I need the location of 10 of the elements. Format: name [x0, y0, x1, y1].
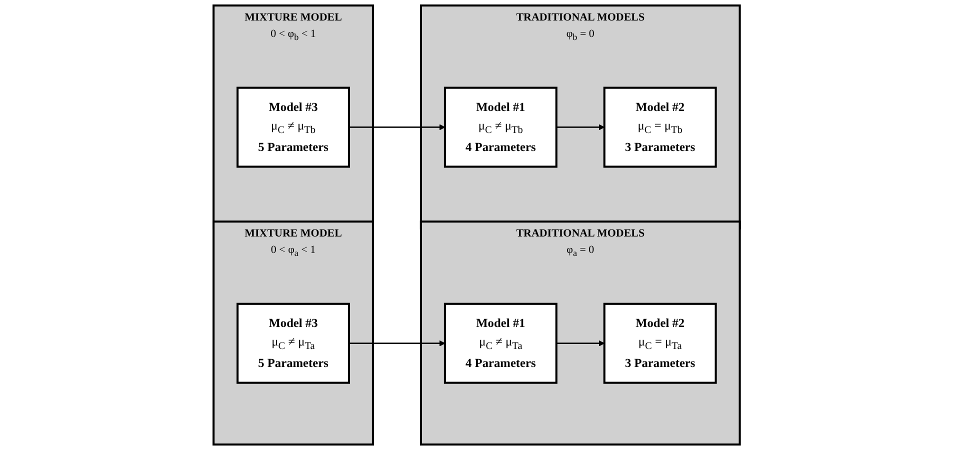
node-box: Model #2 μ$_{C}$ = μ$_{Ta}$ 3 Parameters — [604, 302, 718, 384]
arrow — [349, 124, 446, 130]
arrow — [349, 340, 446, 346]
node-box: Model #1 μ$_{C}$ ≠ μ$_{Tb}$ 4 Parameters — [444, 86, 558, 168]
arrow — [556, 340, 605, 346]
node-box: Model #2 μ$_{C}$ = μ$_{Tb}$ 3 Parameters — [604, 86, 718, 168]
node-box: Model #3 μ$_{C}$ ≠ μ$_{Ta}$ 5 Parameters — [236, 302, 350, 384]
arrow — [556, 124, 605, 130]
node-box: Model #3 μ$_{C}$ ≠ μ$_{Tb}$ 5 Parameters — [236, 86, 350, 168]
node-box: Model #1 μ$_{C}$ ≠ μ$_{Ta}$ 4 Parameters — [444, 302, 558, 384]
